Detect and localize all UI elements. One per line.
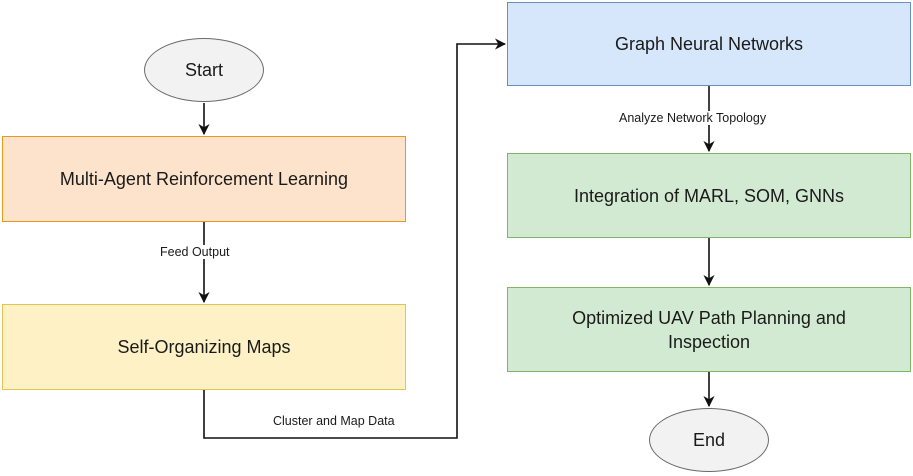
integration-node: Integration of MARL, SOM, GNNs bbox=[507, 153, 911, 238]
som-label: Self-Organizing Maps bbox=[117, 337, 291, 357]
integration-label: Integration of MARL, SOM, GNNs bbox=[573, 185, 845, 206]
start-node: Start bbox=[144, 38, 264, 102]
end-label: End bbox=[692, 430, 726, 450]
end-node: End bbox=[649, 408, 769, 472]
gnn-node: Graph Neural Networks bbox=[507, 2, 911, 86]
gnn-label: Graph Neural Networks bbox=[614, 34, 804, 54]
edge-label-feed-output: Feed Output bbox=[158, 245, 232, 259]
marl-label: Multi-Agent Reinforcement Learning bbox=[59, 169, 349, 189]
edge-label-analyze-topology: Analyze Network Topology bbox=[617, 111, 769, 125]
start-label: Start bbox=[184, 60, 223, 80]
optimized-node: Optimized UAV Path Planning and Inspecti… bbox=[507, 287, 911, 372]
edge-label-cluster-map: Cluster and Map Data bbox=[271, 414, 397, 428]
optimized-label-line1: Optimized UAV Path Planning and bbox=[572, 307, 846, 328]
optimized-label-line2: Inspection bbox=[667, 331, 751, 352]
marl-node: Multi-Agent Reinforcement Learning bbox=[2, 136, 406, 222]
som-node: Self-Organizing Maps bbox=[2, 304, 406, 390]
arrow-som-to-gnn bbox=[203, 38, 507, 439]
